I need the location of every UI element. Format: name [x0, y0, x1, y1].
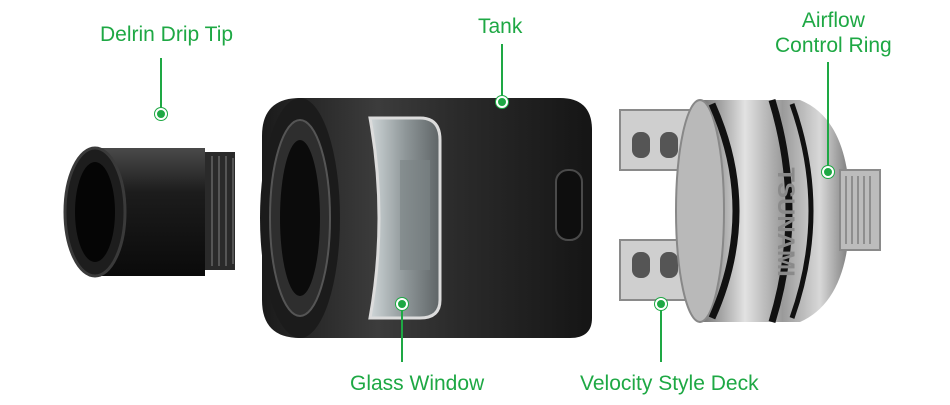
label-airflow: Airflow Control Ring	[775, 8, 892, 58]
dot-airflow	[822, 166, 834, 178]
leader-drip-tip	[160, 58, 162, 110]
leader-tank	[501, 44, 503, 96]
label-airflow-line1: Airflow	[801, 9, 865, 32]
leader-glass-window	[401, 310, 403, 362]
dot-drip-tip	[155, 108, 167, 120]
tank-part	[260, 98, 592, 338]
leader-airflow	[827, 62, 829, 166]
leader-velocity-deck	[660, 310, 662, 362]
label-tank: Tank	[478, 15, 523, 38]
drip-tip-part	[63, 146, 235, 278]
label-glass-window: Glass Window	[350, 372, 485, 395]
label-drip-tip: Delrin Drip Tip	[100, 23, 234, 46]
label-velocity-deck: Velocity Style Deck	[580, 372, 759, 395]
base-part	[675, 98, 881, 324]
label-airflow-line2: Control Ring	[775, 34, 892, 57]
dot-glass-window	[396, 298, 408, 310]
dot-tank	[496, 96, 508, 108]
dot-velocity-deck	[655, 298, 667, 310]
brand-engraving: TSUNAMI	[772, 167, 799, 276]
